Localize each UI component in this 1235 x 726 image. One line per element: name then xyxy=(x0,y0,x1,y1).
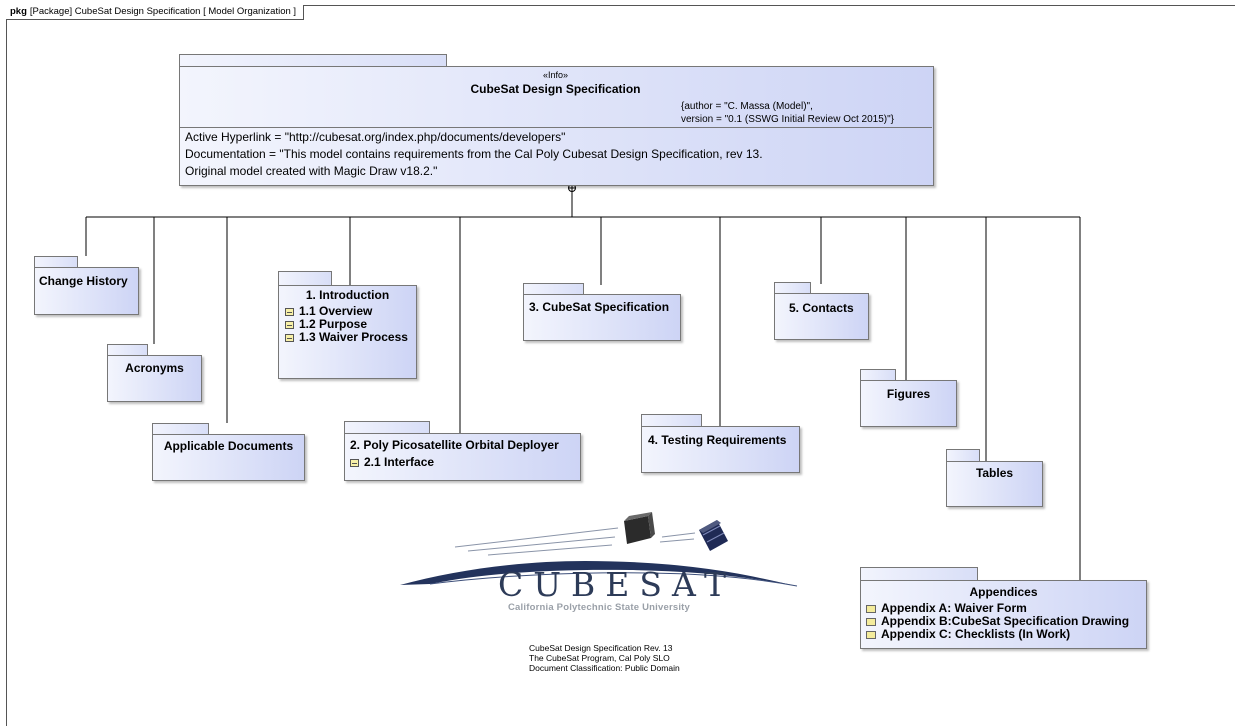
change-history-package-tab xyxy=(34,256,78,268)
deployer-package[interactable]: 2. Poly Picosatellite Orbital Deployer 2… xyxy=(344,433,581,481)
list-item[interactable]: Appendix B:CubeSat Specification Drawing xyxy=(866,615,1146,628)
package-icon xyxy=(285,333,294,342)
change-history-title: Change History xyxy=(39,274,128,288)
acronyms-package-tab xyxy=(107,344,148,356)
list-item[interactable]: Appendix A: Waiver Form xyxy=(866,602,1146,615)
earth-horizon-icon xyxy=(400,561,797,586)
contacts-package-tab xyxy=(774,282,811,294)
appendices-package-tab xyxy=(860,567,978,581)
caption-line1: CubeSat Design Specification Rev. 13 xyxy=(529,643,673,653)
caption-line2: The CubeSat Program, Cal Poly SLO xyxy=(529,653,670,663)
containment-symbol xyxy=(568,184,576,192)
specification-package[interactable]: 3. CubeSat Specification xyxy=(523,294,681,341)
testing-package-tab xyxy=(641,414,702,427)
cubesat-subtitle: California Polytechnic State University xyxy=(508,602,691,613)
package-icon xyxy=(285,307,294,316)
testing-package[interactable]: 4. Testing Requirements xyxy=(641,426,800,473)
introduction-item-purpose: 1.2 Purpose xyxy=(299,317,368,331)
list-item[interactable]: 2.1 Interface xyxy=(350,456,580,469)
appendices-items: Appendix A: Waiver Form Appendix B:CubeS… xyxy=(861,602,1146,641)
contacts-package[interactable]: 5. Contacts xyxy=(774,293,869,340)
info-tag-author: {author = "C. Massa (Model)", xyxy=(681,101,813,112)
applicable-documents-title: Applicable Documents xyxy=(163,439,294,453)
orbit-streak xyxy=(661,532,696,538)
introduction-item-overview: 1.1 Overview xyxy=(299,304,373,318)
list-item[interactable]: 1.3 Waiver Process xyxy=(285,331,416,344)
cubesat-wordmark: CUBESAT xyxy=(498,565,737,604)
testing-title: 4. Testing Requirements xyxy=(648,433,787,447)
figures-package-tab xyxy=(860,369,896,381)
figures-title: Figures xyxy=(886,387,931,401)
frame-kind: pkg xyxy=(10,6,27,17)
introduction-package[interactable]: 1. Introduction 1.1 Overview 1.2 Purpose… xyxy=(278,285,417,379)
deployer-item-interface: 2.1 Interface xyxy=(364,455,435,469)
introduction-package-tab xyxy=(278,271,332,286)
folder-icon xyxy=(866,604,876,613)
specification-package-tab xyxy=(523,283,584,295)
info-documentation-line1: Documentation = "This model contains req… xyxy=(185,147,763,161)
deployer-package-tab xyxy=(344,421,430,434)
info-title: CubeSat Design Specification xyxy=(470,82,641,96)
frame-label: [Package] CubeSat Design Specification [… xyxy=(29,6,297,17)
change-history-package[interactable]: Change History xyxy=(34,267,139,315)
info-package[interactable] xyxy=(179,66,934,186)
folder-icon xyxy=(866,617,876,626)
orbit-streak xyxy=(487,544,613,556)
introduction-title: 1. Introduction xyxy=(305,288,390,302)
appendix-b: Appendix B:CubeSat Specification Drawing xyxy=(881,614,1130,628)
package-icon xyxy=(285,320,294,329)
info-hyperlink: Active Hyperlink = "http://cubesat.org/i… xyxy=(185,130,566,144)
appendix-a: Appendix A: Waiver Form xyxy=(881,601,1027,615)
info-separator xyxy=(180,127,932,128)
satellite-icon xyxy=(624,512,655,544)
list-item[interactable]: 1.2 Purpose xyxy=(285,318,416,331)
orbit-streak xyxy=(659,538,695,543)
info-documentation-line2: Original model created with Magic Draw v… xyxy=(185,164,438,178)
satellite-icon xyxy=(699,520,728,551)
tables-title: Tables xyxy=(975,466,1014,480)
acronyms-title: Acronyms xyxy=(125,361,184,375)
diagram-frame xyxy=(6,5,1235,726)
introduction-item-waiver: 1.3 Waiver Process xyxy=(299,330,408,344)
tables-package-tab xyxy=(946,449,980,462)
specification-title: 3. CubeSat Specification xyxy=(529,300,670,314)
package-icon xyxy=(350,458,359,467)
appendices-title: Appendices xyxy=(969,585,1038,599)
contacts-title: 5. Contacts xyxy=(789,301,854,315)
deployer-items: 2.1 Interface xyxy=(345,456,580,469)
appendix-c: Appendix C: Checklists (In Work) xyxy=(881,627,1071,641)
caption-line3: Document Classification: Public Domain xyxy=(529,663,680,673)
acronyms-package[interactable]: Acronyms xyxy=(107,355,202,402)
applicable-documents-package-tab xyxy=(152,423,209,435)
appendices-package[interactable]: Appendices Appendix A: Waiver Form Appen… xyxy=(860,580,1147,649)
deployer-title: 2. Poly Picosatellite Orbital Deployer xyxy=(350,438,559,452)
tables-package[interactable]: Tables xyxy=(946,461,1043,507)
orbit-streak xyxy=(454,527,619,548)
info-stereotype: «Info» xyxy=(542,70,569,80)
folder-icon xyxy=(866,630,876,639)
info-package-tab xyxy=(179,54,447,67)
applicable-documents-package[interactable]: Applicable Documents xyxy=(152,434,305,481)
list-item[interactable]: Appendix C: Checklists (In Work) xyxy=(866,628,1146,641)
info-tag-version: version = "0.1 (SSWG Initial Review Oct … xyxy=(681,114,895,125)
diagram-frame-tab: pkg[Package] CubeSat Design Specificatio… xyxy=(6,5,305,20)
orbit-streak xyxy=(467,536,616,552)
introduction-items: 1.1 Overview 1.2 Purpose 1.3 Waiver Proc… xyxy=(279,305,416,344)
figures-package[interactable]: Figures xyxy=(860,380,957,427)
list-item[interactable]: 1.1 Overview xyxy=(285,305,416,318)
